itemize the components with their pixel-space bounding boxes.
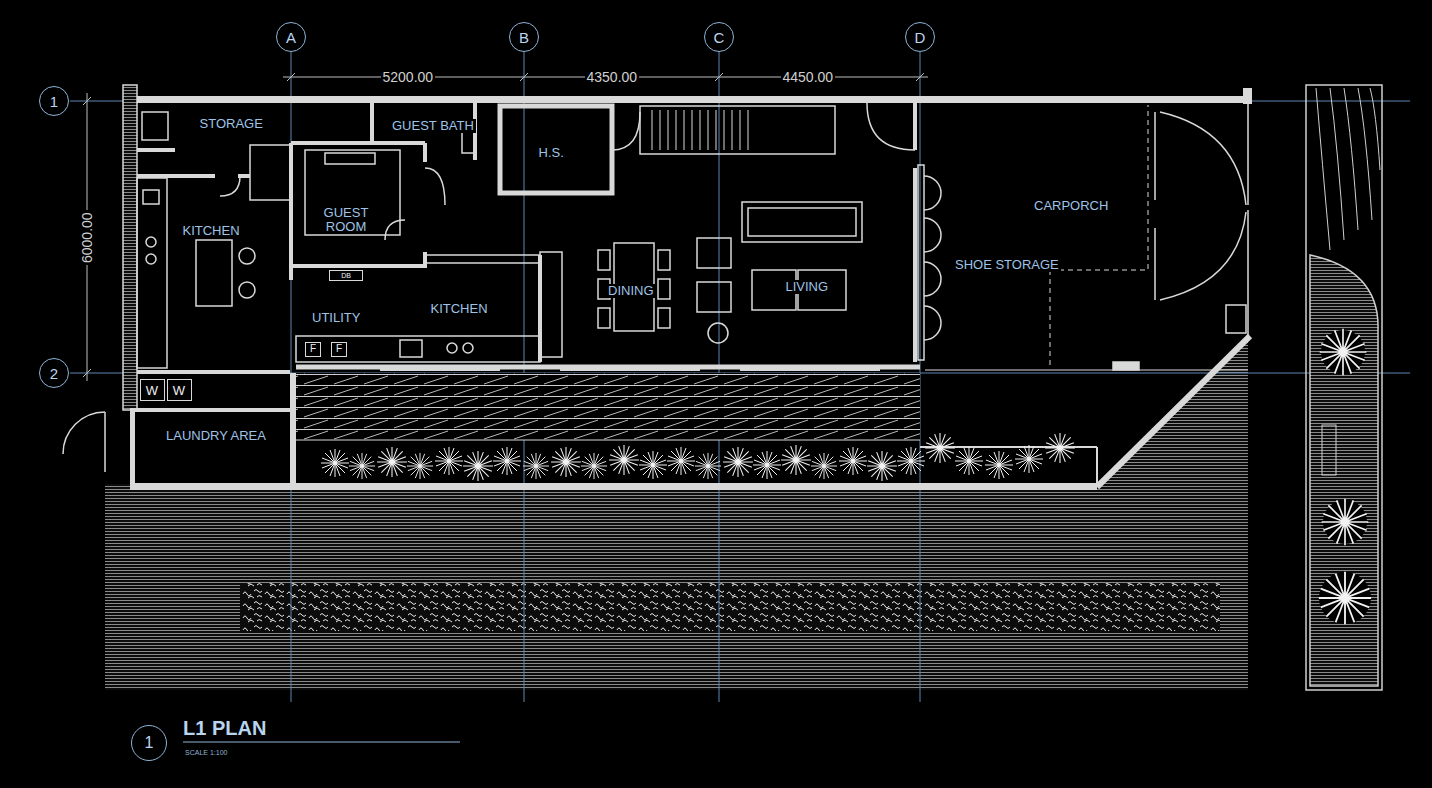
node-text: A (286, 30, 296, 45)
shrub-row (321, 433, 1075, 481)
room-name: GUEST BATH (390, 119, 476, 133)
grid-bubble: C (704, 22, 734, 52)
landscape-strip (1306, 85, 1382, 690)
laundry-door (63, 412, 105, 472)
db-box: DB (329, 270, 363, 281)
ground-hatch (105, 336, 1248, 690)
room-name: CARPORCH (1032, 199, 1110, 213)
node-text: DB (341, 272, 351, 279)
node-text: 1 (145, 735, 154, 751)
scale-note: SCALE 1:100 (183, 749, 229, 757)
grid-bubble: 1 (39, 86, 69, 116)
node-text: F (310, 344, 316, 354)
diagonal-wall (1097, 336, 1250, 487)
room-name: LAUNDRY AREA (164, 429, 268, 443)
groundcover-band (240, 583, 1220, 631)
node-text: B (519, 30, 529, 45)
room-name: UTILITY (310, 311, 362, 325)
room-name: STORAGE (198, 117, 265, 131)
dimension: 6000.00 (79, 210, 94, 265)
node-text: 1 (50, 94, 58, 109)
node-text: W (173, 384, 185, 397)
timber-deck (296, 373, 920, 440)
dimension: 4350.00 (585, 70, 640, 85)
title-underline (183, 742, 460, 743)
node-text: F (336, 344, 342, 354)
trees (1319, 329, 1371, 624)
node-text: C (714, 30, 725, 45)
title-bubble: 1 (131, 725, 167, 761)
room-name: H.S. (537, 146, 566, 160)
grid-lines (70, 52, 1410, 702)
room-name: KITCHEN (181, 224, 242, 238)
washer-box: W (167, 379, 192, 401)
exterior-walls (123, 85, 1252, 490)
carporch-gate (925, 104, 1248, 370)
plan-title: L1 PLAN (181, 717, 268, 739)
planter (296, 440, 1097, 486)
dimension: 5200.00 (381, 70, 436, 85)
grid-bubble: 2 (39, 358, 69, 388)
node-text: W (146, 384, 158, 397)
grid-bubble: D (905, 22, 935, 52)
grid-bubble: A (276, 22, 306, 52)
room-name: DINING (606, 284, 656, 298)
interior-walls (137, 103, 920, 372)
node-text: D (915, 30, 926, 45)
node-text: 2 (50, 366, 58, 381)
room-name: GUEST ROOM (312, 206, 380, 235)
fridge-box: F (331, 342, 347, 357)
fixtures (137, 103, 941, 370)
room-name: SHOE STORAGE (953, 258, 1061, 272)
washer-box: W (140, 379, 165, 401)
grid-bubble: B (509, 22, 539, 52)
room-name: KITCHEN (429, 302, 490, 316)
dimension: 4450.00 (781, 70, 836, 85)
room-name: LIVING (784, 280, 831, 294)
dimension-lines (83, 73, 928, 381)
fridge-box: F (305, 342, 321, 357)
